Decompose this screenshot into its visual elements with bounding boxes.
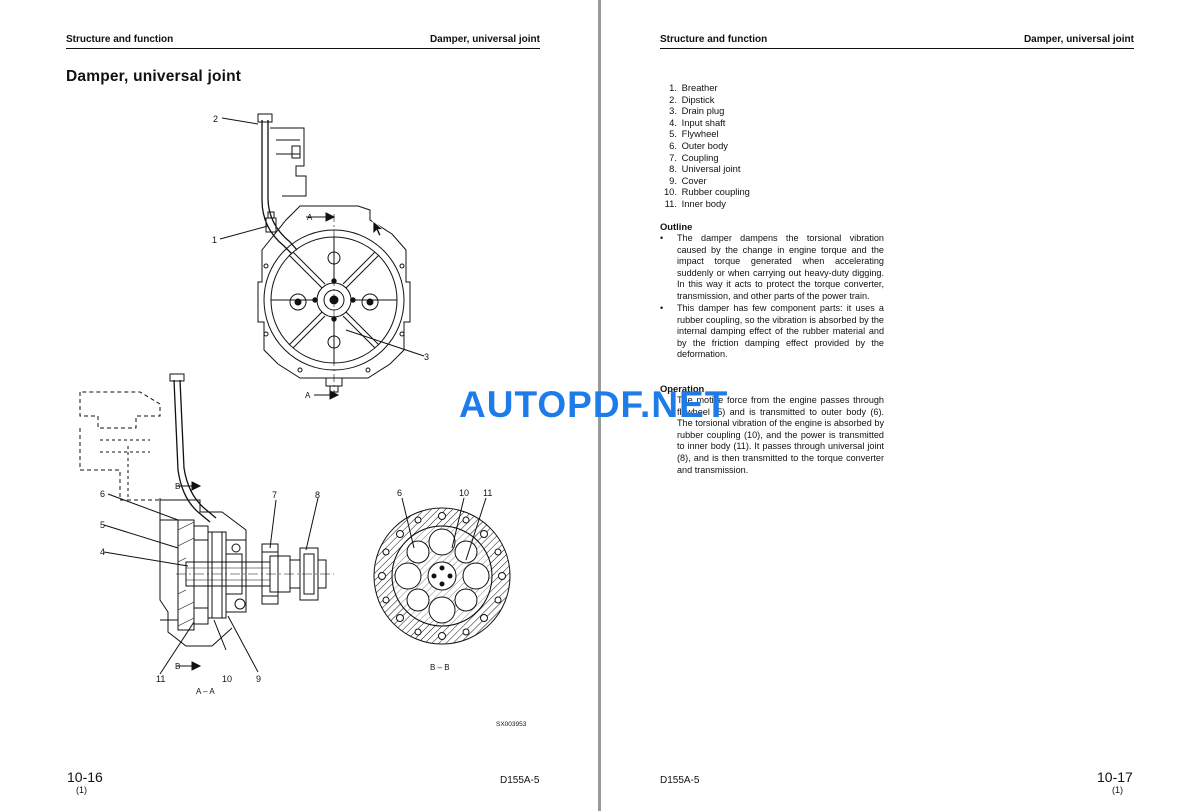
callout-bb-10: 10 — [459, 488, 469, 498]
outline-bullet-2: • This damper has few component parts: i… — [660, 303, 884, 360]
section-mark-b-bottom: B — [175, 662, 180, 671]
operation-heading: Operation — [660, 383, 705, 394]
section-mark-a-top: A — [307, 213, 313, 222]
callouts-top: 2 1 3 A A — [212, 114, 429, 400]
watermark-text: AUTOPDF.NET — [459, 384, 729, 425]
callout-9: 9 — [256, 674, 261, 684]
callout-8: 8 — [315, 490, 320, 500]
callout-bb-6: 6 — [397, 488, 402, 498]
header-rule-left — [66, 48, 540, 49]
callout-6: 6 — [100, 489, 105, 499]
header-topic-left: Damper, universal joint — [429, 34, 540, 45]
bullet-icon: • — [660, 395, 664, 405]
list-item: 1. Breather — [669, 82, 718, 93]
section-mark-b-top: B — [175, 482, 180, 491]
model-left: D155A-5 — [500, 775, 540, 786]
damper-drawing: 2 1 3 A A 6 5 4 7 8 11 10 9 B B A – A 6 … — [79, 113, 527, 728]
section-aa — [79, 373, 334, 671]
callout-5: 5 — [100, 520, 105, 530]
list-item: 9. Cover — [669, 174, 707, 186]
callout-1: 1 — [212, 235, 217, 245]
list-item: 10. Rubber coupling — [663, 186, 750, 198]
bullet-icon: • — [660, 303, 664, 313]
page-sub-right: (1) — [1112, 785, 1123, 795]
page-number-left: 10-16 — [67, 769, 103, 785]
header-section-right: Structure and function — [660, 34, 768, 45]
model-right: D155A-5 — [660, 775, 700, 786]
header-topic-right: Damper, universal joint — [1023, 34, 1134, 45]
callout-10: 10 — [222, 674, 232, 684]
list-item: 5. Flywheel — [669, 128, 719, 140]
figure-code: SX003953 — [496, 721, 527, 728]
callout-bb-11: 11 — [483, 488, 492, 498]
bullet-icon: • — [660, 233, 664, 243]
list-item: 11. Inner body — [664, 197, 726, 209]
mouse-cursor-icon — [372, 220, 385, 237]
list-item: 4. Input shaft — [669, 116, 726, 128]
callout-7: 7 — [272, 490, 277, 500]
list-item: 6. Outer body — [669, 139, 728, 151]
page-number-right: 10-17 — [1097, 769, 1133, 785]
list-item: 2. Dipstick — [669, 93, 715, 105]
header-rule-right — [660, 48, 1134, 49]
left-page: Structure and function Damper, universal… — [0, 0, 598, 811]
operation-bullet-1: • The motive force from the engine passe… — [660, 395, 884, 475]
header-section-left: Structure and function — [66, 34, 174, 45]
list-item: 7. Coupling — [669, 151, 719, 163]
front-view-housing — [257, 113, 411, 400]
callouts-side: 6 5 4 7 8 11 10 9 B B A – A — [100, 482, 320, 696]
outline-heading: Outline — [660, 221, 693, 232]
list-item: 3. Drain plug — [669, 105, 725, 117]
page-sub-left: (1) — [76, 785, 87, 795]
parts-list: 1. Breather 2. Dipstick 3. Drain plug 4.… — [660, 82, 750, 210]
outline-bullet-1: • The damper dampens the torsional vibra… — [660, 233, 884, 301]
page-title: Damper, universal joint — [66, 68, 242, 85]
callouts-bb: 6 10 11 B – B SX003953 — [397, 488, 527, 728]
section-bb — [373, 507, 511, 645]
page-gutter — [598, 0, 601, 811]
list-item: 8. Universal joint — [669, 163, 741, 175]
caption-aa: A – A — [196, 687, 215, 696]
section-mark-a-bottom: A — [305, 391, 311, 400]
callout-2: 2 — [213, 114, 218, 124]
right-page — [601, 0, 1200, 811]
caption-bb: B – B — [430, 663, 450, 672]
callout-4: 4 — [100, 547, 105, 557]
callout-3: 3 — [424, 352, 429, 362]
callout-11: 11 — [156, 674, 165, 684]
